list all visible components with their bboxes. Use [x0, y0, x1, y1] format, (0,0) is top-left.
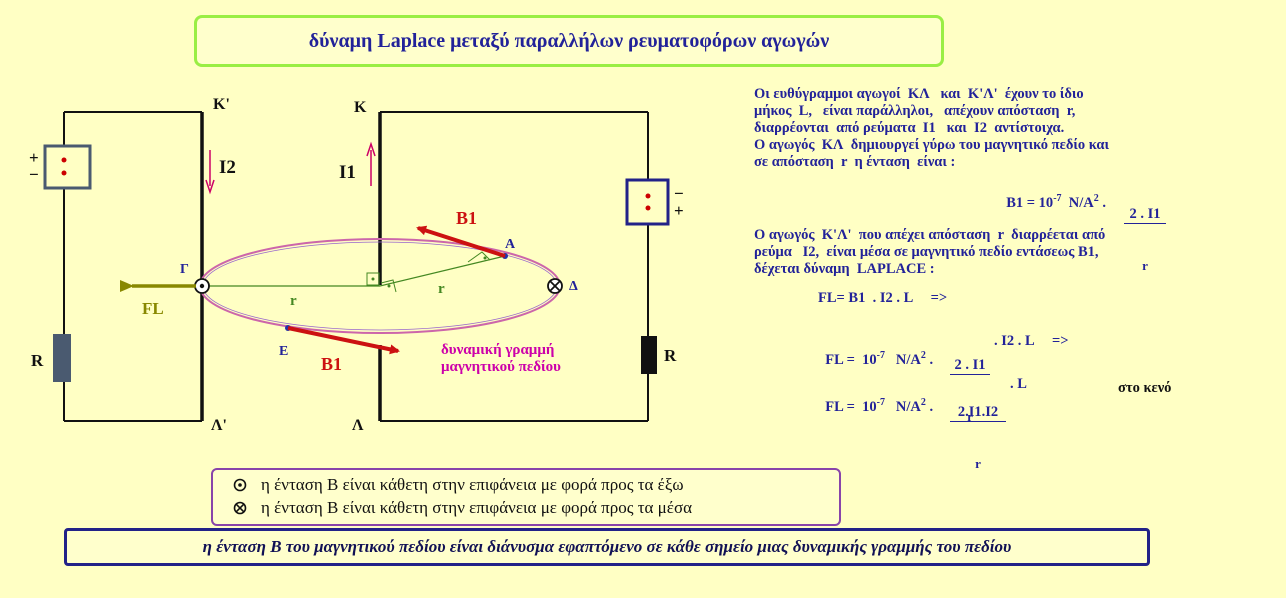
eq4-num: 2.I1.I2 — [950, 404, 1006, 422]
label-a: Α — [505, 237, 516, 252]
label-battery-left-plus: + — [29, 148, 39, 167]
eq4-left: FL = 10 — [825, 398, 877, 415]
eq4-unit-exp: 2 — [920, 397, 926, 408]
eq3-exp: -7 — [876, 350, 885, 361]
eq3-num: 2 . I1 — [950, 357, 990, 375]
left-circuit — [43, 111, 204, 422]
legend-row-in: η ένταση B είναι κάθετη στην επιφάνεια μ… — [233, 498, 692, 518]
current-arrow-i1 — [366, 141, 376, 186]
point-delta-in-symbol — [547, 278, 563, 294]
equation-b1-fraction: 2 . I1 r — [1124, 172, 1166, 291]
description-paragraph-1: Οι ευθύγραμμοι αγωγοί ΚΛ και Κ'Λ' έχουν … — [754, 86, 1109, 170]
footer-note: η ένταση B του μαγνητικού πεδίου είναι δ… — [64, 528, 1150, 566]
resistor-right — [641, 336, 657, 374]
current-arrow-i2 — [205, 150, 215, 195]
equation-fl-2: FL = 10-7 N/A2 . — [825, 350, 934, 368]
label-k-prime: Κ' — [213, 96, 230, 113]
label-battery-right-minus: − — [674, 184, 684, 203]
eq4-exp: -7 — [876, 397, 885, 408]
eq1-num: 2 . I1 — [1124, 206, 1166, 224]
label-battery-left-minus: − — [29, 165, 39, 184]
eq1-unit-exp: 2 — [1093, 193, 1099, 204]
equation-fl-3-right: . L — [1010, 376, 1027, 392]
eq3-unit: N/A — [895, 351, 921, 368]
label-battery-right-plus: + — [674, 201, 684, 220]
equation-fl-3: FL = 10-7 N/A2 . — [825, 397, 934, 415]
legend-out-text: η ένταση B είναι κάθετη στην επιφάνεια μ… — [261, 475, 684, 494]
vector-b1-at-a — [416, 225, 506, 258]
label-resistor-left: R — [31, 351, 44, 370]
equation-b1: B1 = 10-7 N/A2 . — [1006, 193, 1107, 211]
vector-b1-at-e — [287, 326, 400, 355]
legend-in-text: η ένταση B είναι κάθετη στην επιφάνεια μ… — [261, 498, 693, 517]
label-b1-top: Β1 — [456, 208, 477, 228]
equation-fl-3-fraction: 2.I1.I2 r — [950, 370, 1006, 489]
label-resistor-right: R — [664, 346, 677, 365]
label-lambda-prime: Λ' — [211, 417, 227, 434]
label-i2: I2 — [219, 157, 236, 178]
label-lambda: Λ — [352, 417, 364, 434]
eq1-left: B1 = 10 — [1006, 194, 1054, 211]
label-gamma: Γ — [180, 262, 189, 277]
right-circuit — [378, 111, 670, 422]
equation-fl-2-right: . I2 . L => — [994, 333, 1069, 349]
eq1-unit: N/A — [1068, 194, 1094, 211]
resistor-left — [53, 334, 71, 382]
battery-right — [625, 178, 670, 226]
equation-fl-2-fraction: 2 . I1 r — [950, 323, 990, 442]
label-b1-bottom: Β1 — [321, 354, 342, 374]
equation-fl-1: FL= B1 . I2 . L => — [818, 290, 948, 306]
label-fl: FL — [142, 299, 164, 318]
label-field-line: δυναμική γραμμή μαγνητικού πεδίου — [441, 342, 561, 375]
radius-line-right — [379, 255, 506, 287]
description-paragraph-2: Ο αγωγός Κ'Λ' που απέχει απόσταση r διαρ… — [754, 227, 1106, 277]
eq1-exp: -7 — [1053, 193, 1062, 204]
eq1-den: r — [1142, 258, 1148, 273]
eq4-den: r — [975, 456, 981, 471]
label-r-left: r — [290, 293, 297, 309]
symbol-legend: η ένταση B είναι κάθετη στην επιφάνεια μ… — [211, 468, 841, 526]
label-delta: Δ — [569, 279, 578, 294]
eq3-den: r — [967, 409, 973, 424]
cross-in-icon — [233, 501, 247, 515]
label-k: Κ — [354, 99, 367, 116]
label-i1: I1 — [339, 162, 356, 183]
eq3-unit-exp: 2 — [920, 350, 926, 361]
legend-row-out: η ένταση B είναι κάθετη στην επιφάνεια μ… — [233, 475, 684, 495]
label-in-vacuum: στο κενό — [1118, 380, 1172, 396]
label-r-right: r — [438, 281, 445, 297]
label-e: Ε — [279, 344, 288, 359]
battery-left — [43, 144, 92, 190]
eq3-left: FL = 10 — [825, 351, 877, 368]
page-title: δύναμη Laplace μεταξύ παραλλήλων ρευματο… — [194, 15, 944, 67]
eq4-unit: N/A — [895, 398, 921, 415]
point-gamma-out-symbol — [194, 278, 210, 294]
dot-out-icon — [233, 478, 247, 492]
